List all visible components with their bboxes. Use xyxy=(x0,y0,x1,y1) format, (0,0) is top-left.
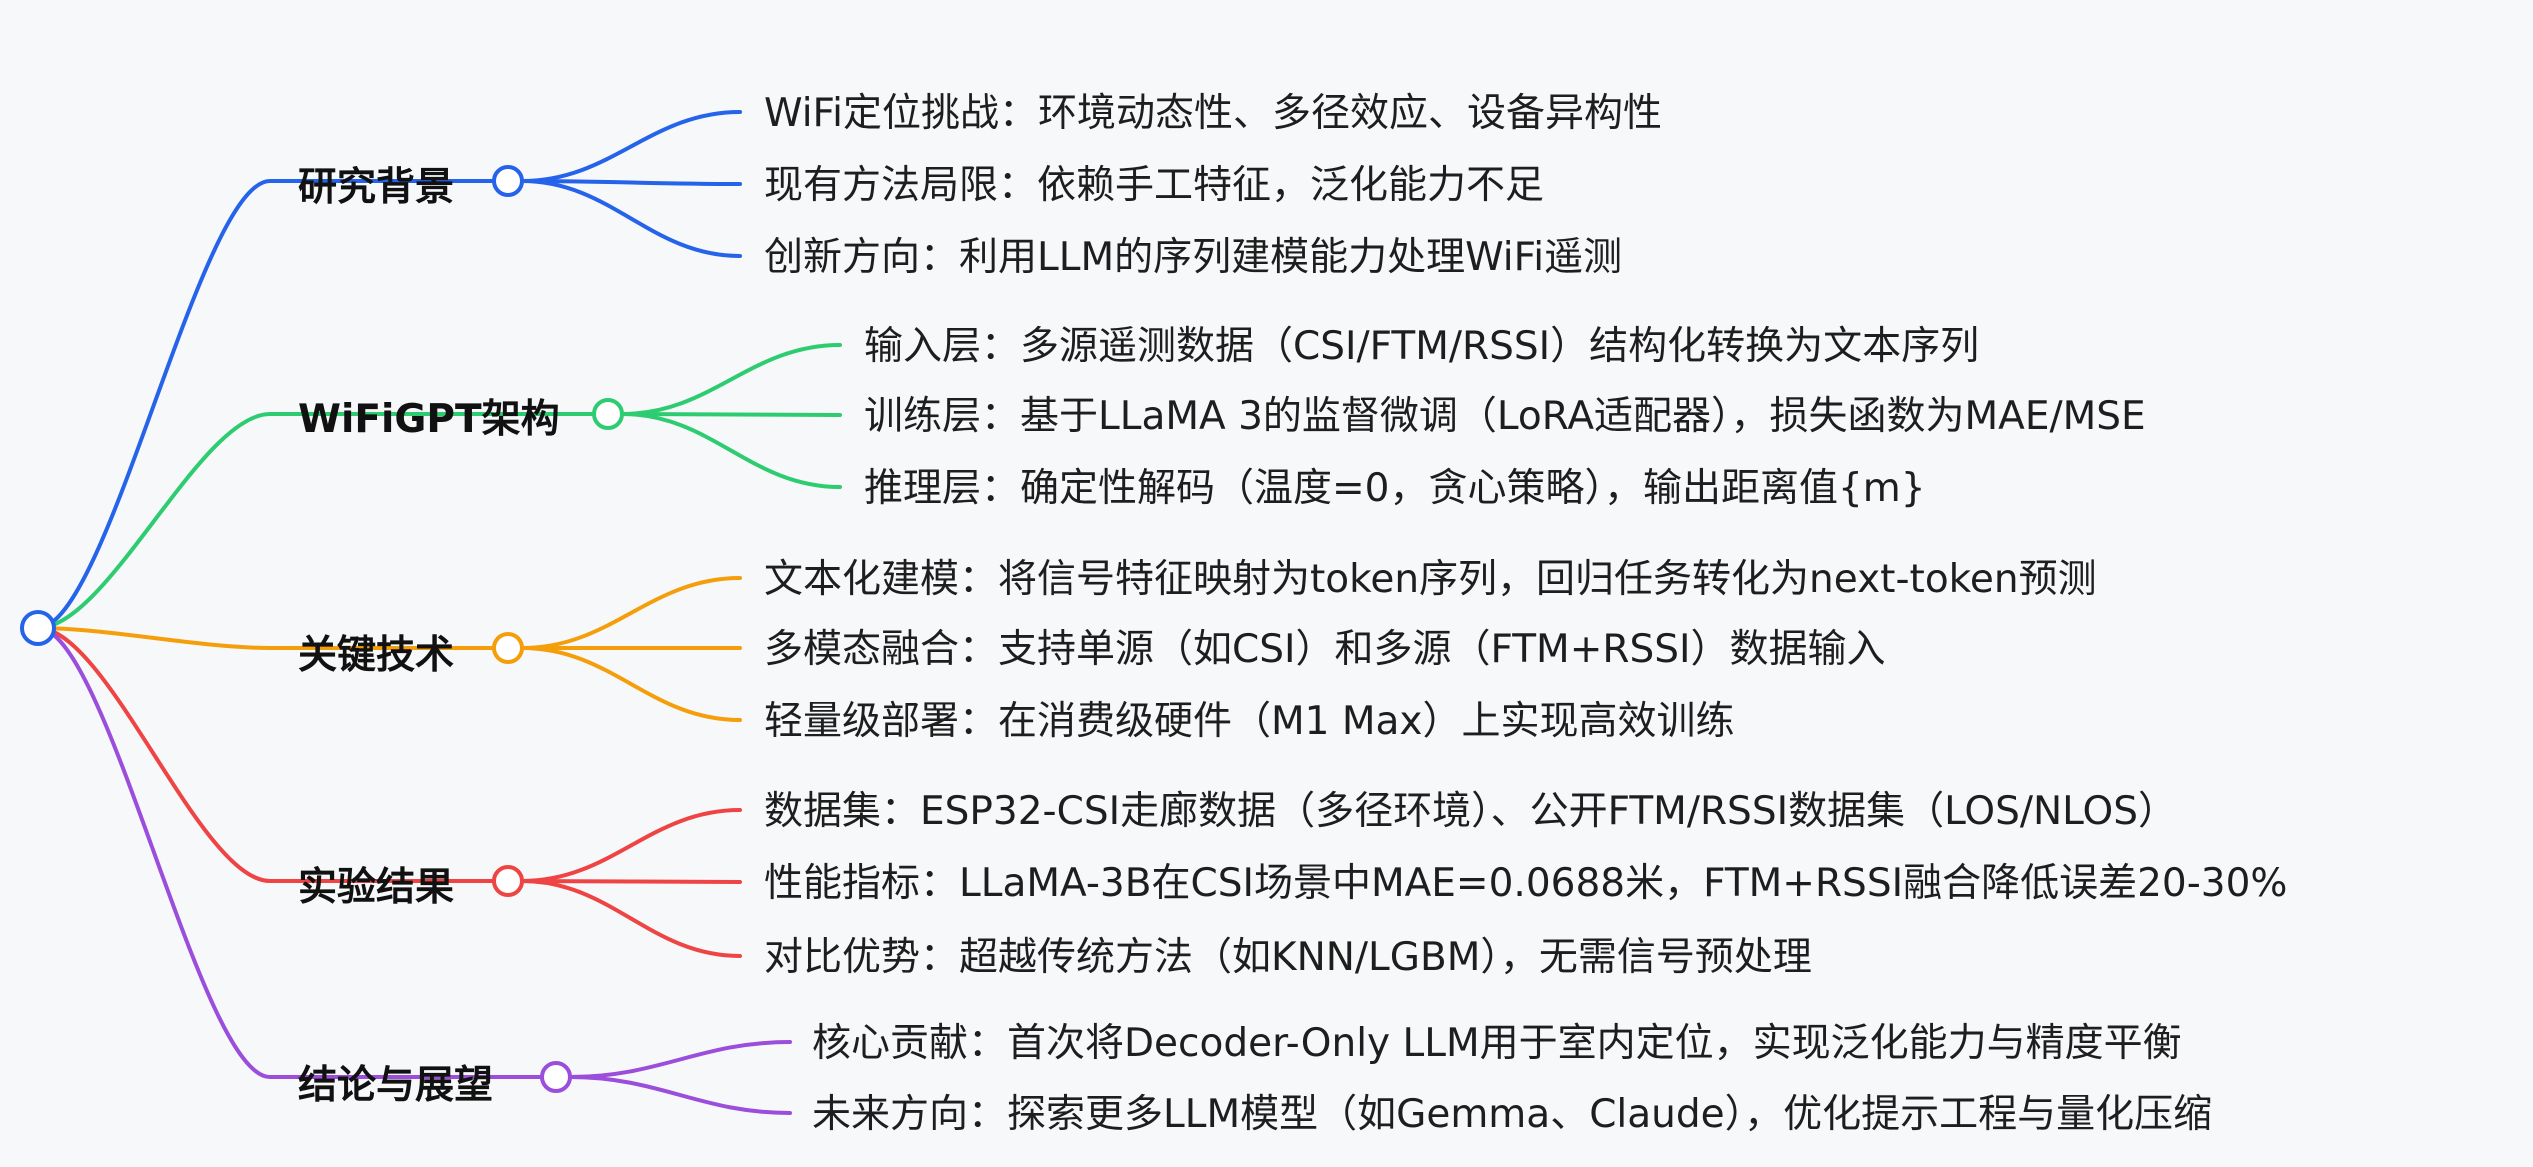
trunk-link-1 xyxy=(36,179,496,630)
leaf-label-5-2: 未来方向：探索更多LLM模型（如Gemma、Claude），优化提示工程与量化压… xyxy=(812,1092,2212,1137)
leaf-link-3-1 xyxy=(520,576,742,650)
connector-lines xyxy=(36,110,842,1115)
leaf-label-2-3: 推理层：确定性解码（温度=0，贪心策略），输出距离值{m} xyxy=(864,466,1926,511)
leaf-link-5-2 xyxy=(568,1075,792,1115)
branch-node-1[interactable] xyxy=(492,165,524,197)
leaf-label-4-2: 性能指标：LLaMA-3B在CSI场景中MAE=0.0688米，FTM+RSSI… xyxy=(764,861,2287,906)
leaf-label-3-3: 轻量级部署：在消费级硬件（M1 Max）上实现高效训练 xyxy=(764,699,1735,744)
branch-label-2: WiFiGPT架构 xyxy=(298,397,560,442)
leaf-link-3-3 xyxy=(520,646,742,722)
leaf-label-3-1: 文本化建模：将信号特征映射为token序列，回归任务转化为next-token预… xyxy=(764,557,2097,602)
leaf-label-1-1: WiFi定位挑战：环境动态性、多径效应、设备异构性 xyxy=(764,91,1662,136)
trunk-link-2 xyxy=(36,412,596,630)
leaf-link-1-3 xyxy=(520,179,742,258)
leaf-label-5-1: 核心贡献：首次将Decoder-Only LLM用于室内定位，实现泛化能力与精度… xyxy=(812,1021,2182,1066)
leaf-link-4-3 xyxy=(520,879,742,958)
root-node[interactable] xyxy=(20,610,56,646)
leaf-label-2-1: 输入层：多源遥测数据（CSI/FTM/RSSI）结构化转换为文本序列 xyxy=(864,324,1979,369)
branch-nodes xyxy=(20,165,624,1093)
leaf-link-2-3 xyxy=(620,412,842,489)
leaf-link-4-1 xyxy=(520,808,742,883)
leaf-link-2-1 xyxy=(620,343,842,416)
branch-label-3: 关键技术 xyxy=(298,633,454,678)
trunk-link-3 xyxy=(36,626,496,650)
leaf-link-2-2 xyxy=(620,412,842,417)
labels: WiFi定位挑战：环境动态性、多径效应、设备异构性现有方法局限：依赖手工特征，泛… xyxy=(298,91,2287,1137)
leaf-link-4-2 xyxy=(520,879,742,884)
leaf-label-1-2: 现有方法局限：依赖手工特征，泛化能力不足 xyxy=(764,163,1544,208)
branch-node-3[interactable] xyxy=(492,632,524,664)
branch-node-5[interactable] xyxy=(540,1061,572,1093)
branch-node-2[interactable] xyxy=(592,398,624,430)
leaf-label-4-3: 对比优势：超越传统方法（如KNN/LGBM），无需信号预处理 xyxy=(764,935,1812,980)
branch-label-5: 结论与展望 xyxy=(298,1063,493,1108)
leaf-label-3-2: 多模态融合：支持单源（如CSI）和多源（FTM+RSSI）数据输入 xyxy=(764,627,1886,672)
leaf-link-5-1 xyxy=(568,1040,792,1079)
trunk-link-5 xyxy=(36,626,544,1079)
leaf-link-1-2 xyxy=(520,179,742,186)
branch-label-1: 研究背景 xyxy=(298,165,454,210)
leaf-label-2-2: 训练层：基于LLaMA 3的监督微调（LoRA适配器），损失函数为MAE/MSE xyxy=(864,394,2146,439)
trunk-link-4 xyxy=(36,626,496,883)
branch-label-4: 实验结果 xyxy=(298,865,454,910)
branch-node-4[interactable] xyxy=(492,865,524,897)
leaf-link-1-1 xyxy=(520,110,742,183)
leaf-label-1-3: 创新方向：利用LLM的序列建模能力处理WiFi遥测 xyxy=(764,235,1622,280)
leaf-label-4-1: 数据集：ESP32-CSI走廊数据（多径环境）、公开FTM/RSSI数据集（LO… xyxy=(764,789,2177,834)
